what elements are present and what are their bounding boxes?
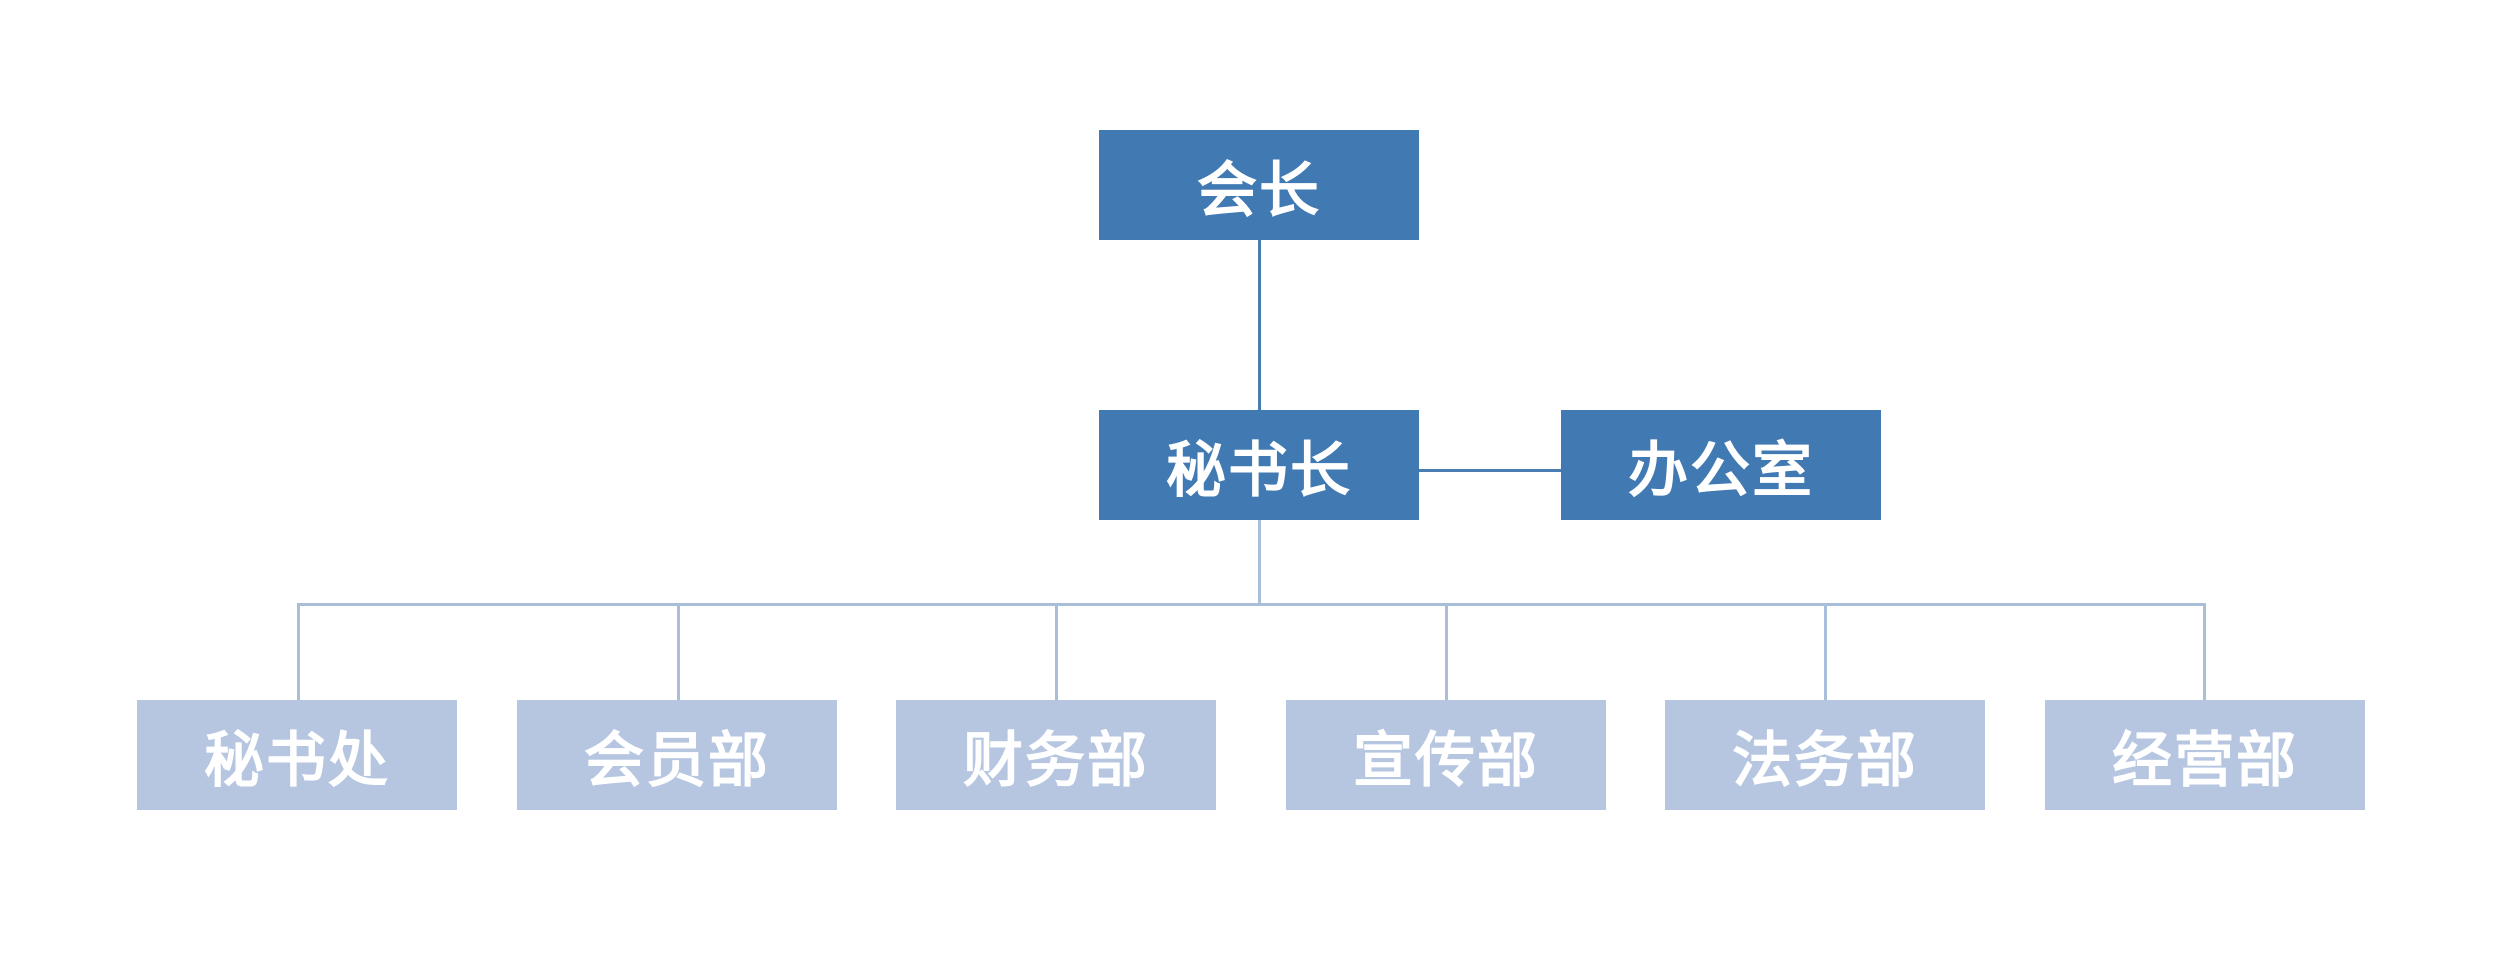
connector-president-to-secretary-general [1258,240,1261,410]
connector-department-drop [1445,603,1448,700]
connector-department-drop [1824,603,1827,700]
node-department-label: 宣传部 [1353,725,1539,796]
connector-secretary-general-down [1258,520,1261,605]
node-office-label: 办公室 [1628,435,1814,506]
node-department: 财务部 [896,700,1216,810]
connector-department-drop [1055,603,1058,700]
node-secretary-general-label: 秘书长 [1166,435,1352,506]
node-department: 法务部 [1665,700,1985,810]
node-department-label: 经营部 [2112,725,2298,796]
node-president-label: 会长 [1197,155,1321,226]
connector-department-drop [2203,603,2206,700]
node-department: 秘书处 [137,700,457,810]
node-department-label: 秘书处 [204,725,390,796]
node-office: 办公室 [1561,410,1881,520]
node-department-label: 财务部 [963,725,1149,796]
connector-department-bus [297,603,2206,606]
node-department: 会员部 [517,700,837,810]
node-department: 经营部 [2045,700,2365,810]
node-president: 会长 [1099,130,1419,240]
node-department: 宣传部 [1286,700,1606,810]
node-secretary-general: 秘书长 [1099,410,1419,520]
node-department-label: 会员部 [584,725,770,796]
connector-department-drop [297,603,300,700]
connector-secretary-general-to-office [1419,469,1561,472]
node-department-label: 法务部 [1732,725,1918,796]
connector-department-drop [677,603,680,700]
